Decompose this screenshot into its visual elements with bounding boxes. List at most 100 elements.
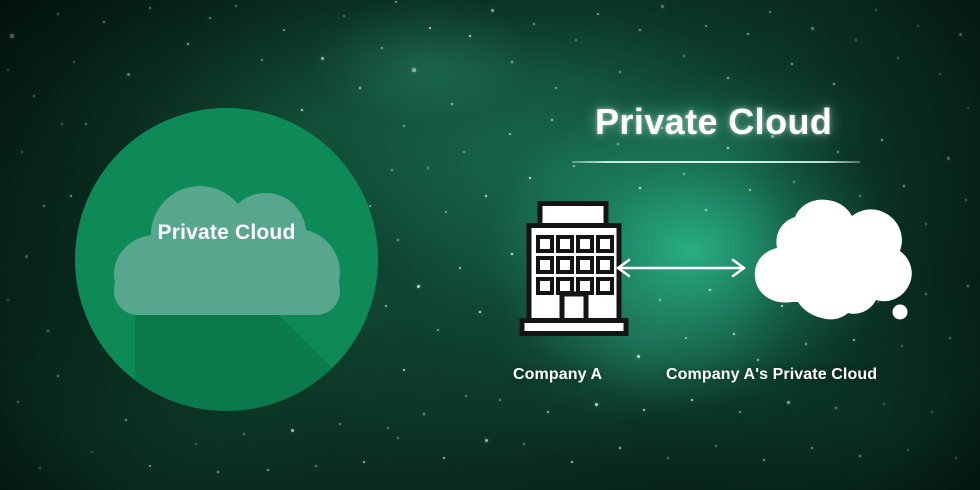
star-dot xyxy=(810,446,814,450)
star-dot xyxy=(484,194,488,198)
star-dot xyxy=(902,184,906,188)
star-dot xyxy=(508,132,512,136)
star-dot xyxy=(490,8,494,12)
star-dot xyxy=(882,402,886,406)
star-dot xyxy=(916,24,920,28)
star-dot xyxy=(596,12,600,16)
star-dot xyxy=(682,54,686,58)
star-dot xyxy=(762,458,766,462)
star-dot xyxy=(320,56,324,60)
star-dot xyxy=(436,328,440,332)
star-dot xyxy=(72,60,76,64)
star-dot xyxy=(428,26,432,30)
star-dot xyxy=(832,82,836,86)
office-building-icon xyxy=(519,201,629,336)
star-dot xyxy=(194,442,198,446)
star-dot xyxy=(314,464,318,468)
star-dot xyxy=(964,198,968,202)
star-dot xyxy=(658,298,662,302)
star-dot xyxy=(56,12,60,16)
star-dot xyxy=(684,336,688,340)
star-dot xyxy=(402,124,406,128)
caption-company-a: Company A xyxy=(513,366,603,383)
star-dot xyxy=(6,68,10,72)
cloud-thought-icon xyxy=(754,199,912,320)
bidirectional-arrow-icon xyxy=(616,258,746,278)
star-dot xyxy=(266,468,270,472)
star-dot xyxy=(396,436,400,440)
star-dot xyxy=(618,446,622,450)
star-dot xyxy=(528,176,532,180)
star-dot xyxy=(834,406,838,410)
star-dot xyxy=(458,266,462,270)
star-dot xyxy=(416,284,420,288)
star-dot xyxy=(342,14,346,18)
star-dot xyxy=(732,332,736,336)
star-dot xyxy=(234,4,238,8)
star-dot xyxy=(386,426,390,430)
star-dot xyxy=(478,310,482,314)
star-dot xyxy=(874,8,878,12)
caption-company-a-private-cloud: Company A's Private Cloud xyxy=(666,366,878,383)
star-dot xyxy=(46,329,50,333)
star-dot xyxy=(638,186,642,190)
star-dot xyxy=(938,72,942,76)
star-dot xyxy=(216,470,220,474)
star-dot xyxy=(462,150,466,154)
star-dot xyxy=(748,188,752,192)
star-dot xyxy=(896,56,900,60)
star-dot xyxy=(768,10,772,14)
star-dot xyxy=(61,123,63,125)
star-dot xyxy=(10,34,14,38)
star-dot xyxy=(682,172,686,176)
badge-label: Private Cloud xyxy=(157,221,296,244)
star-dot xyxy=(966,284,970,288)
star-dot xyxy=(468,34,472,38)
star-dot xyxy=(642,408,646,412)
star-dot xyxy=(6,298,10,302)
star-dot xyxy=(660,4,664,8)
star-dot xyxy=(384,304,388,308)
star-dot xyxy=(900,344,904,348)
star-dot xyxy=(20,150,24,154)
star-dot xyxy=(704,24,708,28)
star-dot xyxy=(946,156,950,160)
star-dot xyxy=(422,412,426,416)
star-dot xyxy=(550,118,554,122)
star-dot xyxy=(42,204,46,208)
star-dot xyxy=(554,86,558,90)
star-dot xyxy=(56,374,60,378)
star-dot xyxy=(282,28,286,32)
star-dot xyxy=(396,238,400,242)
star-dot xyxy=(90,450,94,454)
star-dot xyxy=(616,142,620,146)
star-dot xyxy=(362,460,366,464)
star-dot xyxy=(402,368,406,372)
star-dot xyxy=(148,6,152,10)
star-dot xyxy=(570,460,574,464)
star-dot xyxy=(186,42,190,46)
star-dot xyxy=(546,410,550,414)
title-divider xyxy=(572,161,860,163)
star-dot xyxy=(880,138,884,142)
star-dot xyxy=(594,402,598,406)
star-dot xyxy=(498,398,502,402)
star-dot xyxy=(380,46,384,50)
star-dot xyxy=(704,208,708,212)
star-dot xyxy=(852,338,856,342)
star-dot xyxy=(746,32,750,36)
star-dot xyxy=(906,448,910,452)
star-dot xyxy=(464,394,468,398)
star-dot xyxy=(666,456,670,460)
star-dot xyxy=(636,354,640,358)
star-dot xyxy=(24,254,28,258)
star-dot xyxy=(412,68,416,72)
star-dot xyxy=(102,20,106,24)
star-dot xyxy=(954,456,958,460)
star-dot xyxy=(390,168,394,172)
star-dot xyxy=(208,16,212,20)
star-dot xyxy=(638,28,642,32)
star-dot xyxy=(260,58,264,62)
star-dot xyxy=(572,164,576,168)
star-dot xyxy=(426,166,430,170)
